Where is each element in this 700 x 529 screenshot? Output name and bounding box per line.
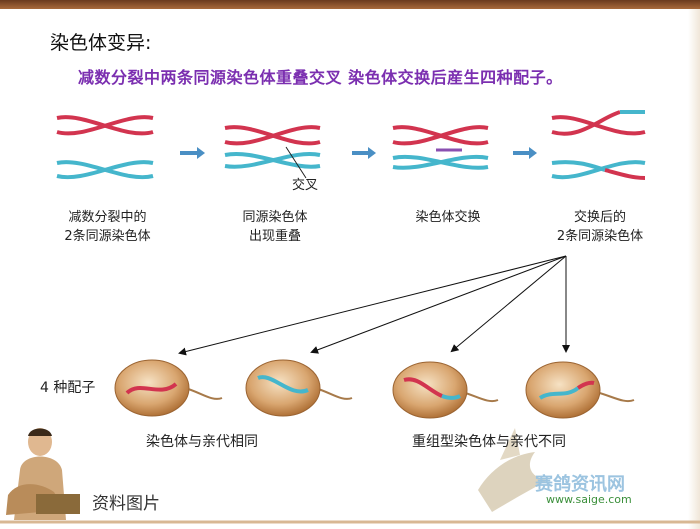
stage-2-label: 同源染色体 出现重叠 xyxy=(210,208,340,246)
presenter-figure xyxy=(6,428,80,520)
gamete-cell-1 xyxy=(114,359,223,417)
group-same-caption: 染色体与亲代相同 xyxy=(146,434,258,450)
crossover-label: 交叉 xyxy=(292,178,319,193)
slide-title: 染色体变异: xyxy=(50,32,152,54)
watermark-logo xyxy=(478,428,548,512)
stage-1-line1: 减数分裂中的 xyxy=(68,210,147,225)
stage-2-chromosomes xyxy=(224,125,321,179)
gamete-cell-2 xyxy=(245,359,353,417)
stage-1-chromosomes xyxy=(56,115,154,180)
stage-2-line2: 出现重叠 xyxy=(248,229,301,244)
gamete-arrows xyxy=(178,255,570,356)
stage-2-line1: 同源染色体 xyxy=(242,210,308,225)
watermark-name: 赛鸽资讯网 xyxy=(535,474,625,495)
watermark-url: www.saige.com xyxy=(546,493,632,506)
blue-chromosome xyxy=(56,160,154,180)
stage-arrows xyxy=(180,147,537,159)
gamete-cell-3 xyxy=(392,361,499,419)
stage-4-label: 交换后的 2条同源染色体 xyxy=(530,208,670,246)
right-border xyxy=(688,9,700,529)
stage-4-line2: 2条同源染色体 xyxy=(556,229,644,244)
red-chromosome xyxy=(56,115,154,136)
stage-1-label: 减数分裂中的 2条同源染色体 xyxy=(40,208,175,246)
stage-3-chromosomes xyxy=(392,125,489,170)
group-recombinant-caption: 重组型染色体与亲代不同 xyxy=(412,434,566,450)
gametes-label: 4 种配子 xyxy=(40,380,96,396)
stage-3-label: 染色体交换 xyxy=(383,208,513,227)
gamete-cell-4 xyxy=(525,361,635,419)
stage-4-chromosomes xyxy=(551,110,646,180)
top-border xyxy=(0,0,700,9)
footer-label: 资料图片 xyxy=(92,494,160,514)
stage-3-line1: 染色体交换 xyxy=(415,210,481,225)
stage-1-line2: 2条同源染色体 xyxy=(64,229,151,244)
slide-subtitle: 减数分裂中两条同源染色体重叠交叉 染色体交换后産生四种配子。 xyxy=(78,68,563,87)
crossover-pointer xyxy=(285,146,307,179)
stage-4-line1: 交换后的 xyxy=(573,210,626,225)
